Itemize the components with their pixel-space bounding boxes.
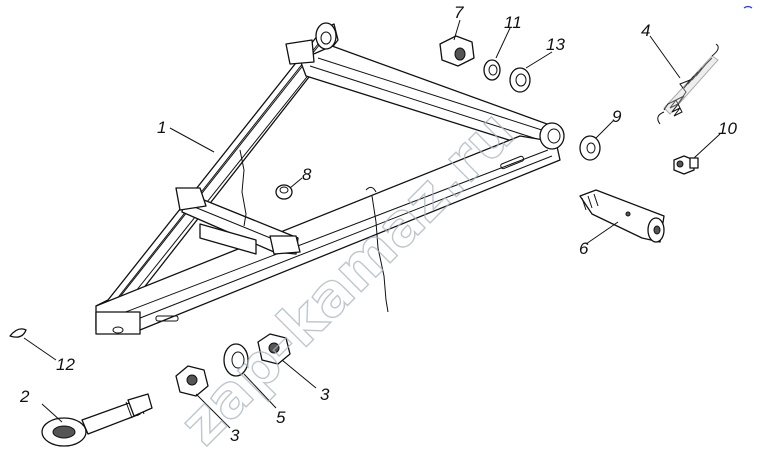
- callout-8: 8: [302, 165, 312, 184]
- callout-labels: 1 2 3 3 4 5 6 7 8 9 10 11 12 13: [19, 3, 737, 445]
- leader-lines: [23, 19, 721, 429]
- callout-9: 9: [612, 107, 622, 126]
- washer-part-9: [579, 135, 601, 161]
- callout-13: 13: [546, 35, 565, 54]
- nut-part-7: [439, 35, 475, 67]
- callout-3-right: 3: [320, 385, 330, 404]
- callout-6: 6: [579, 239, 589, 258]
- fitting-part-8: [275, 184, 293, 200]
- callout-7: 7: [454, 3, 464, 22]
- callout-5: 5: [276, 408, 286, 427]
- pin-part-6: [579, 189, 665, 243]
- callout-10: 10: [718, 119, 737, 138]
- callout-1: 1: [157, 118, 166, 137]
- washer-part-13: [509, 67, 531, 93]
- eye-bolt-part-2: [41, 393, 153, 447]
- accent-marker-icon: [743, 5, 753, 9]
- cotter-pin-part-12: [9, 328, 27, 338]
- nut-part-3-left: [175, 365, 209, 397]
- callout-2: 2: [19, 387, 30, 406]
- drawbar-frame: [95, 22, 565, 335]
- nut-part-3-right: [257, 333, 291, 365]
- callout-11: 11: [504, 13, 522, 32]
- spring-part-4: [657, 43, 719, 125]
- grease-fitting-part-10: [673, 155, 699, 175]
- callout-4: 4: [641, 21, 650, 40]
- callout-3-lower: 3: [230, 426, 240, 445]
- callout-12: 12: [56, 355, 75, 374]
- lock-washer-part-11: [483, 59, 501, 81]
- lock-washer-part-5: [223, 343, 249, 377]
